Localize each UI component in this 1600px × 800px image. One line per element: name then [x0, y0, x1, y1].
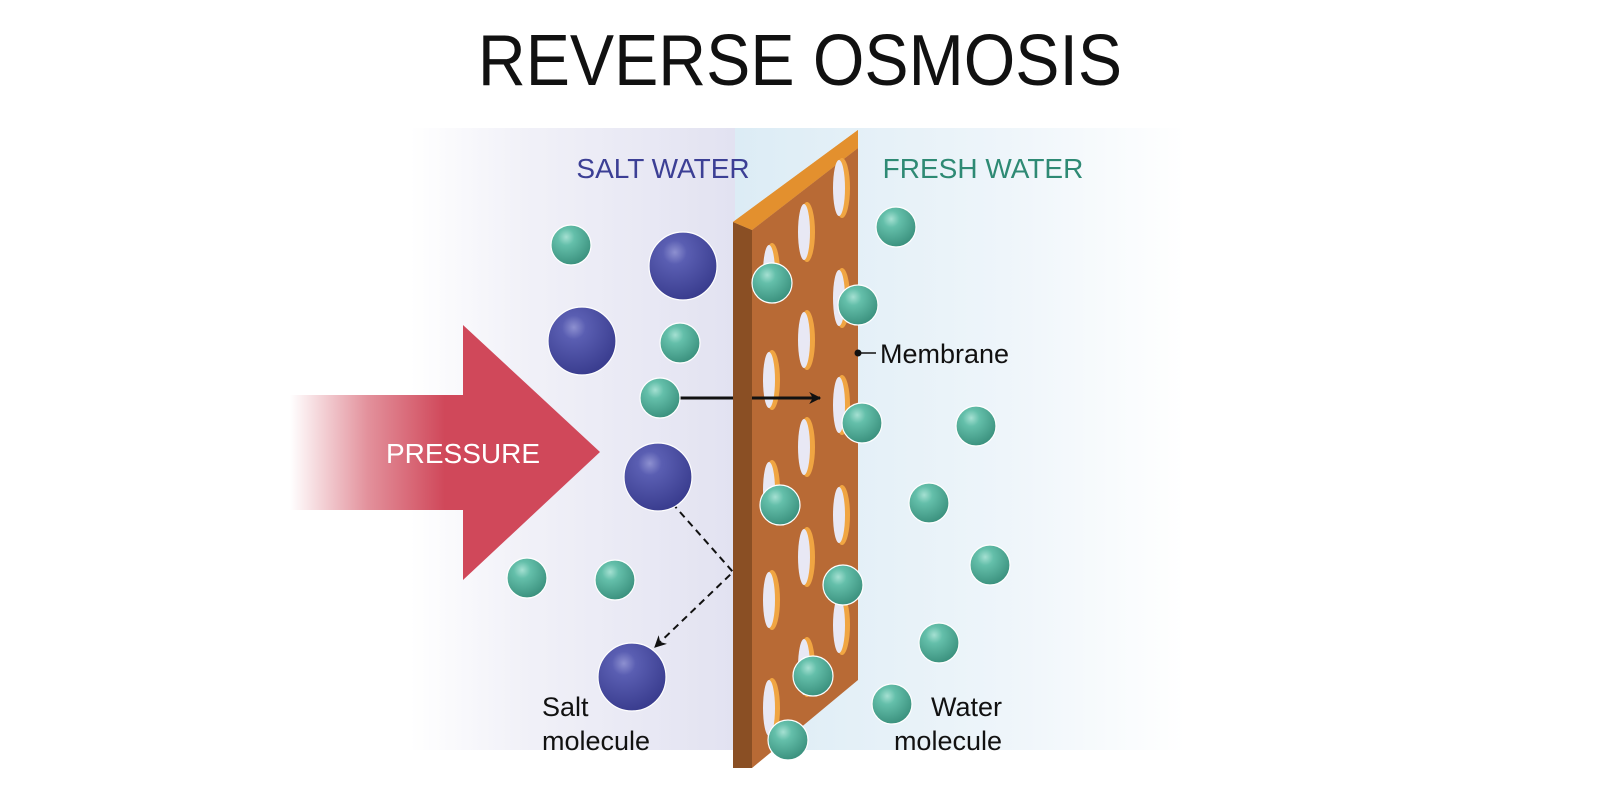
water-molecule	[837, 284, 879, 326]
water-molecule	[639, 377, 681, 419]
water-molecule	[767, 719, 809, 761]
membrane-pore	[763, 680, 775, 736]
water-molecule	[751, 262, 793, 304]
water-molecule	[594, 559, 636, 601]
salt-rejection-arrow	[654, 502, 735, 648]
water-molecule	[875, 206, 917, 248]
diagram-title: REVERSE OSMOSIS	[477, 21, 1123, 101]
membrane-pore	[833, 487, 845, 543]
membrane-pore	[763, 352, 775, 408]
water-molecule	[969, 544, 1011, 586]
membrane-side-edge	[733, 222, 752, 768]
water-molecule	[908, 482, 950, 524]
salt-molecule	[623, 442, 693, 512]
molecules	[506, 206, 1011, 761]
membrane	[733, 130, 858, 768]
fresh-water-label: FRESH WATER	[883, 153, 1084, 184]
membrane-pore	[833, 597, 845, 653]
membrane-label: Membrane	[880, 339, 1009, 369]
membrane-pore	[833, 160, 845, 216]
salt-molecule	[597, 642, 667, 712]
membrane-pore	[798, 419, 810, 475]
water-molecule	[822, 564, 864, 606]
pressure-label: PRESSURE	[386, 438, 540, 469]
water-molecule	[550, 224, 592, 266]
membrane-pore	[798, 204, 810, 260]
water-molecule	[871, 683, 913, 725]
membrane-pore	[798, 529, 810, 585]
water-molecule-label-line1: Water	[931, 692, 1002, 722]
water-molecule	[955, 405, 997, 447]
water-molecule	[792, 655, 834, 697]
water-molecule-label-line2: molecule	[894, 726, 1002, 756]
water-molecule	[841, 402, 883, 444]
water-molecule	[918, 622, 960, 664]
salt-water-label: SALT WATER	[576, 153, 749, 184]
salt-molecule-label-line2: molecule	[542, 726, 650, 756]
water-molecule	[659, 322, 701, 364]
water-molecule	[759, 484, 801, 526]
membrane-pore	[763, 572, 775, 628]
salt-molecule	[648, 231, 718, 301]
salt-molecule	[547, 306, 617, 376]
pressure-arrow: PRESSURE	[290, 325, 600, 580]
water-molecule	[506, 557, 548, 599]
salt-molecule-label-line1: Salt	[542, 692, 589, 722]
membrane-pore	[798, 312, 810, 368]
